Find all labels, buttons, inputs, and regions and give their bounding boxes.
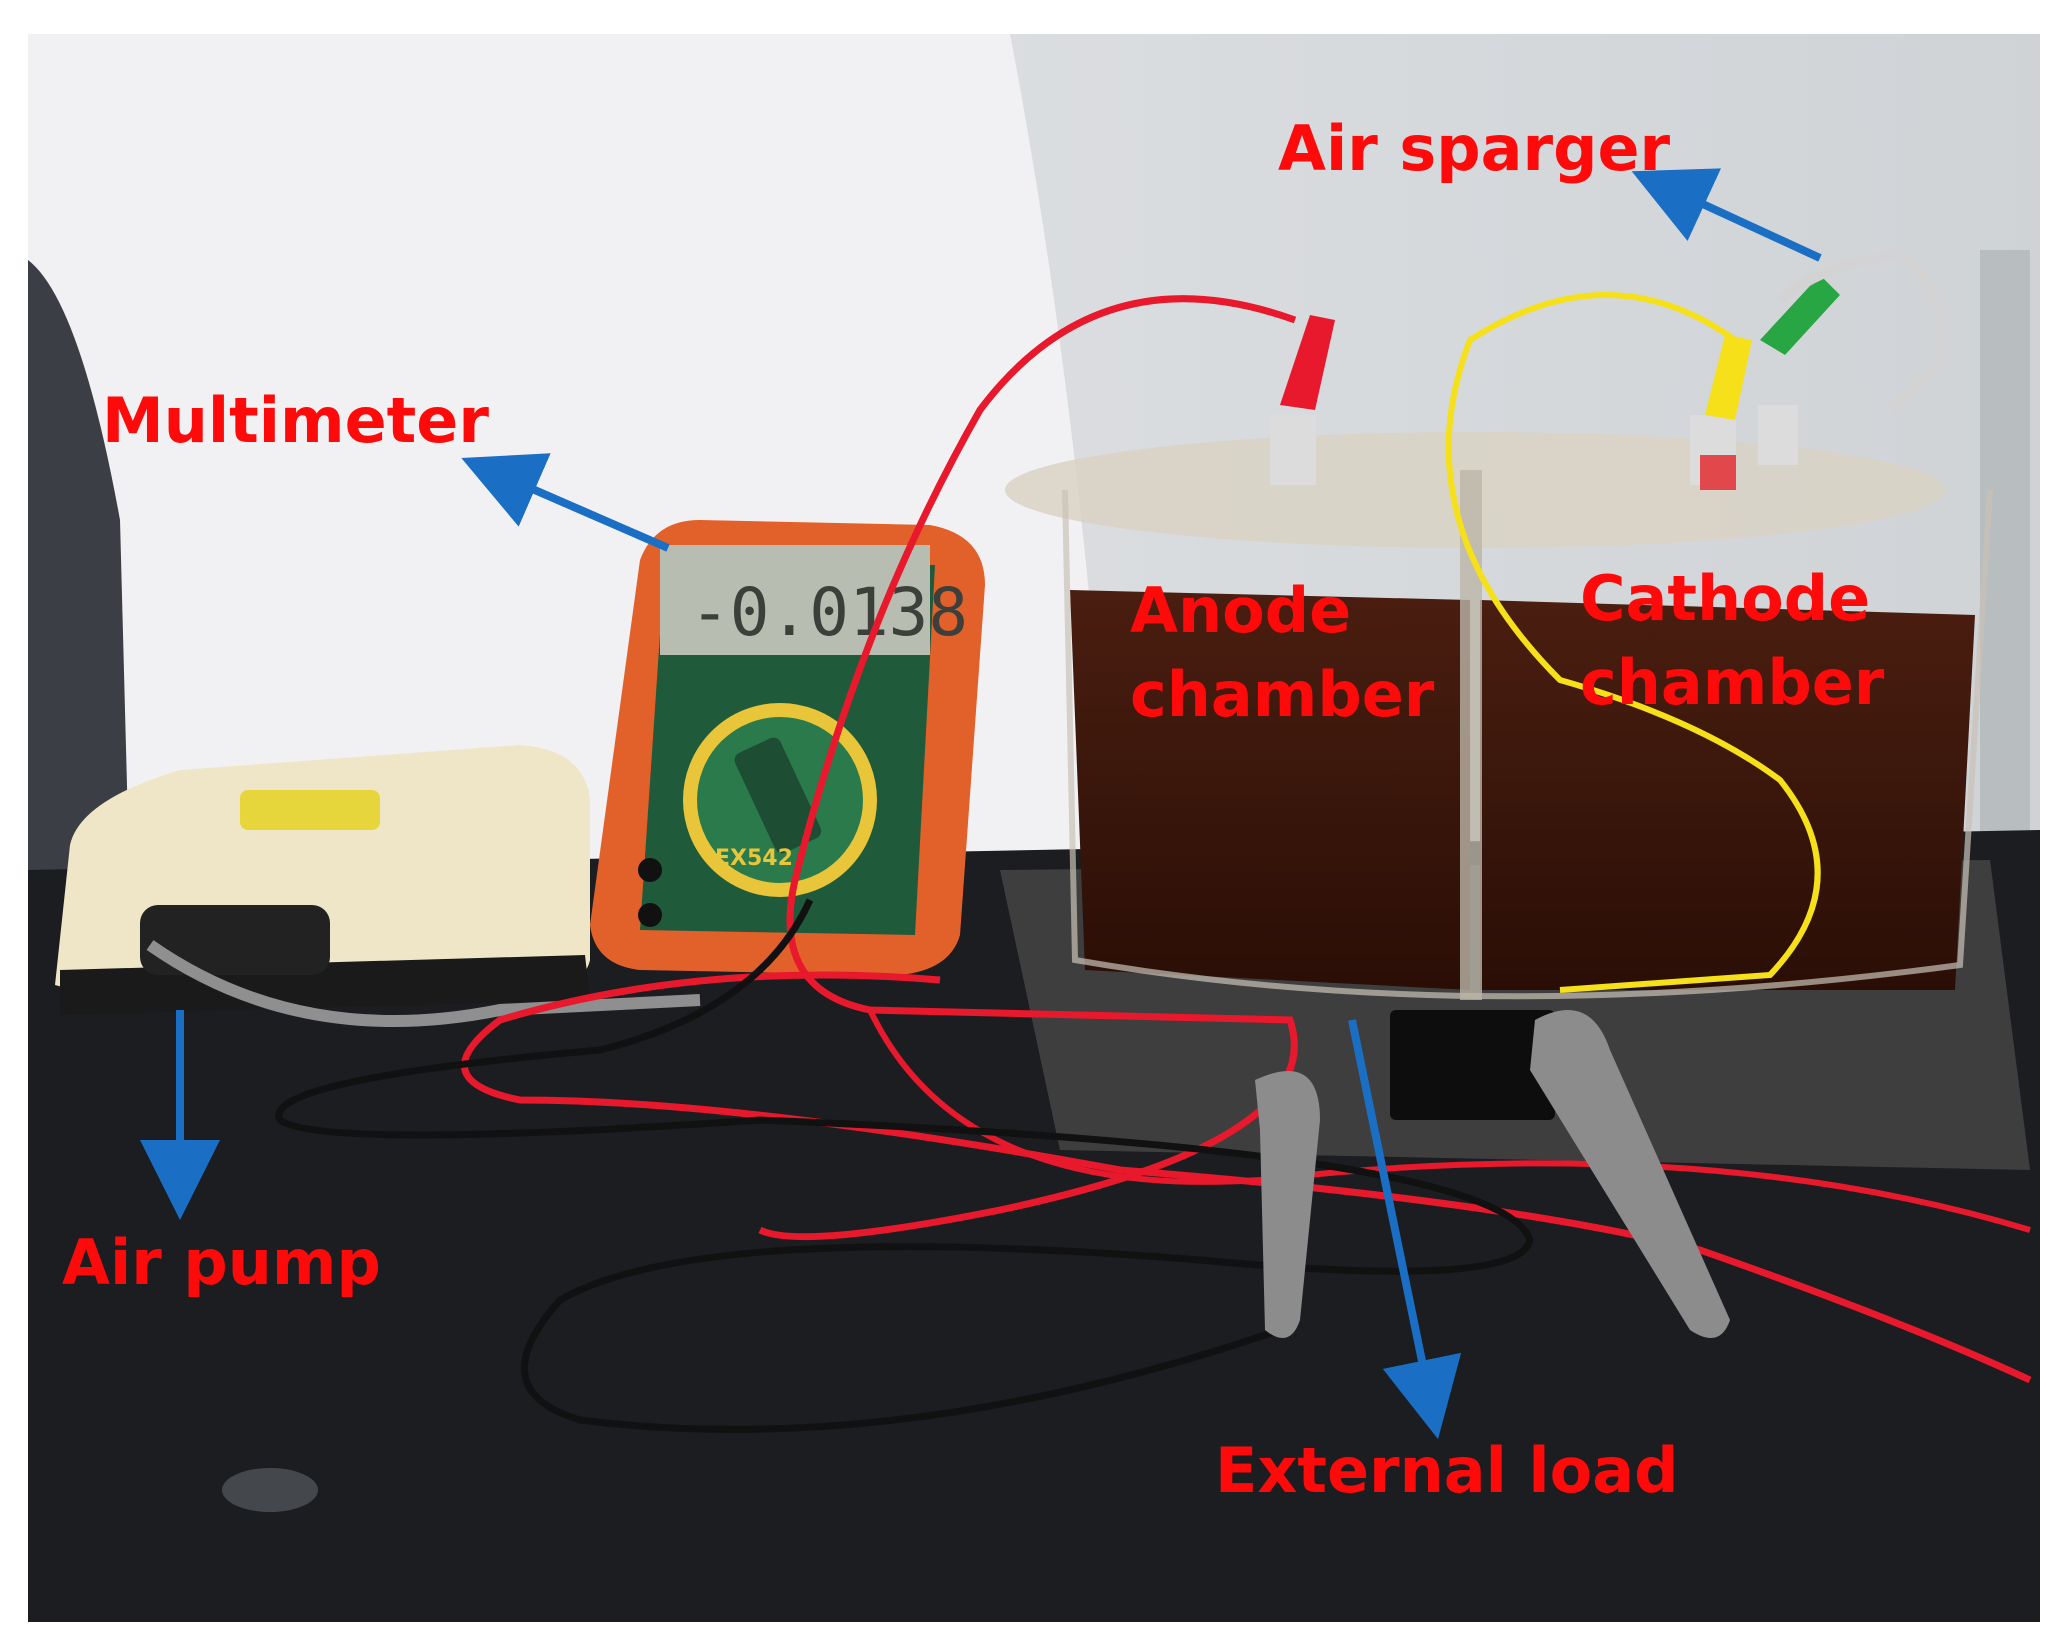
external-load-board [1390, 1010, 1555, 1120]
probe-right [1530, 1010, 1730, 1338]
red-clip [1280, 315, 1335, 410]
probe-left [1255, 1071, 1320, 1338]
label-cathode-chamber-line1: Cathode [1580, 562, 1871, 635]
label-air-sparger: Air sparger [1278, 112, 1671, 185]
label-anode-chamber-line2: chamber [1130, 658, 1435, 731]
label-air-pump: Air pump [62, 1226, 381, 1299]
multimeter-reading: -0.0138 [690, 574, 968, 651]
yellow-clip [1705, 335, 1752, 420]
yellow-wire [1445, 292, 1821, 993]
label-external-load: External load [1215, 1434, 1679, 1507]
label-cathode-chamber-line2: chamber [1580, 646, 1885, 719]
arrow-external-load [1348, 1019, 1462, 1440]
cathode-liquid [1480, 600, 1975, 990]
red-wire-2 [461, 971, 2032, 1384]
air-sparger-tube [1776, 249, 1947, 414]
green-clip [1760, 275, 1840, 355]
label-anode-chamber-line1: Anode [1130, 574, 1352, 647]
water-puddle [222, 1468, 318, 1512]
multimeter-device: -0.0138 EX542 [590, 520, 985, 975]
arrow-air-sparger [1631, 168, 1822, 262]
multimeter-model: EX542 [715, 846, 793, 871]
arrow-multimeter [461, 453, 670, 552]
air-pump [55, 745, 701, 1027]
red-wire [758, 295, 1298, 1241]
anode-liquid [1070, 590, 1470, 990]
label-multimeter: Multimeter [102, 384, 489, 457]
black-wire [275, 898, 1534, 1433]
red-wire-3 [867, 1008, 2031, 1233]
mfc-reactor [1005, 405, 1993, 1000]
left-shadow [28, 260, 130, 900]
